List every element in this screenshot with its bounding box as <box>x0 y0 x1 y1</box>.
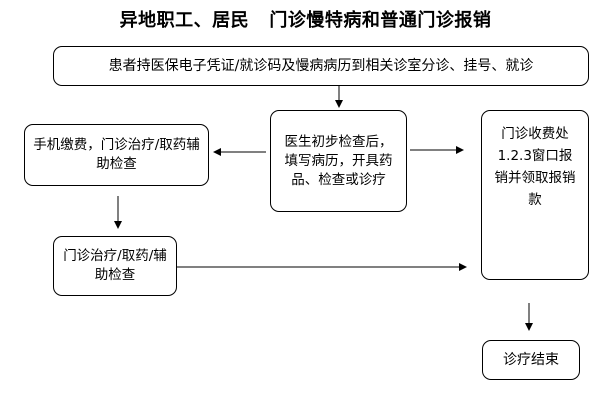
step-reimbursement-text: 门诊收费处1.2.3窗口报销并领取报销款 <box>494 126 576 208</box>
step-end-box: 诊疗结束 <box>482 340 580 380</box>
step-registration-box: 患者持医保电子凭证/就诊码及慢病病历到相关诊室分诊、挂号、就诊 <box>53 46 589 86</box>
step-doctor-exam-box: 医生初步检查后，填写病历，开具药品、检查或诊疗 <box>270 110 407 212</box>
step-mobile-payment-box: 手机缴费，门诊治疗/取药辅助检查 <box>24 124 209 186</box>
page-title: 异地职工、居民 门诊慢特病和普通门诊报销 <box>119 10 492 31</box>
step-registration-text: 患者持医保电子凭证/就诊码及慢病病历到相关诊室分诊、挂号、就诊 <box>108 57 534 74</box>
step-end-text: 诊疗结束 <box>503 351 559 368</box>
step-doctor-exam-text: 医生初步检查后，填写病历，开具药品、检查或诊疗 <box>284 133 393 188</box>
step-outpatient-treatment-box: 门诊治疗/取药/辅助检查 <box>53 236 177 296</box>
step-reimbursement-box: 门诊收费处1.2.3窗口报销并领取报销款 <box>481 110 589 280</box>
step-mobile-payment-text: 手机缴费，门诊治疗/取药辅助检查 <box>33 137 200 172</box>
step-outpatient-treatment-text: 门诊治疗/取药/辅助检查 <box>63 248 167 283</box>
